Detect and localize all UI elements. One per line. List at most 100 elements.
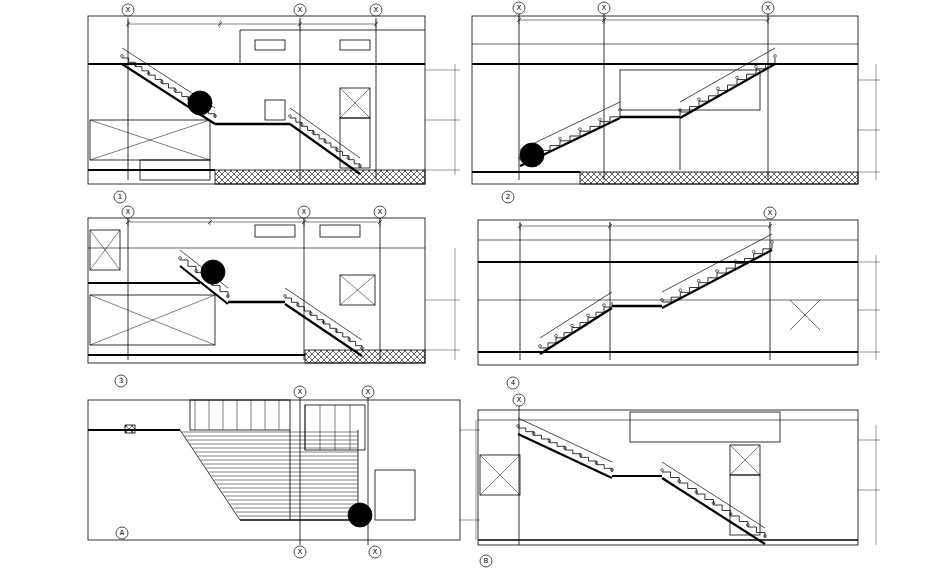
line — [128, 222, 380, 223]
outline — [340, 118, 370, 168]
line — [88, 248, 425, 249]
line — [460, 430, 480, 431]
outline — [88, 400, 460, 540]
step-nosing — [361, 347, 364, 350]
line — [90, 230, 120, 270]
line — [237, 400, 238, 430]
stair-slab — [290, 124, 360, 174]
callout-number: 4 — [508, 378, 518, 388]
stair-steps — [662, 472, 765, 538]
line — [180, 430, 240, 520]
handrail — [518, 418, 612, 462]
grid-bubble — [122, 206, 134, 218]
callout-number: X — [295, 547, 305, 557]
line — [520, 222, 521, 360]
line — [90, 120, 210, 160]
grid-bubble — [764, 207, 776, 219]
line — [231, 504, 358, 505]
stair-slab — [285, 304, 362, 356]
stair-steps — [680, 58, 775, 112]
line — [480, 455, 520, 495]
line — [425, 120, 460, 121]
line — [350, 405, 351, 450]
step-nosing — [774, 55, 777, 58]
step-nosing — [752, 250, 755, 253]
step-nosing — [695, 491, 698, 494]
line — [128, 24, 376, 25]
line — [195, 400, 196, 430]
line — [425, 70, 460, 71]
line — [478, 351, 858, 353]
outline — [478, 220, 858, 365]
outline — [190, 400, 290, 430]
step-nosing — [679, 109, 682, 112]
line — [90, 120, 210, 160]
handrail — [662, 234, 772, 292]
line — [223, 492, 359, 493]
line — [193, 448, 358, 449]
grid-bubble — [294, 546, 306, 558]
stair-steps — [122, 58, 215, 118]
callout-number: X — [123, 5, 133, 15]
line — [858, 310, 880, 311]
outline — [88, 218, 425, 363]
grid-bubble — [115, 375, 127, 387]
line — [206, 468, 358, 469]
line — [198, 456, 358, 457]
step-nosing — [289, 115, 292, 118]
stair-steps — [180, 260, 228, 298]
handrail — [680, 48, 775, 102]
line — [240, 30, 241, 64]
line — [519, 20, 768, 21]
line — [196, 452, 359, 453]
line — [770, 222, 771, 360]
step-nosing — [335, 148, 338, 151]
step-nosing — [179, 257, 182, 260]
line — [858, 490, 880, 491]
line — [480, 455, 520, 495]
line — [478, 420, 858, 421]
callout-number: X — [514, 3, 524, 13]
step-nosing — [296, 303, 299, 306]
outline — [340, 40, 370, 50]
step-nosing — [539, 345, 542, 348]
line — [88, 63, 425, 65]
outline — [340, 88, 370, 118]
line — [240, 30, 425, 31]
outline — [472, 16, 858, 184]
line — [858, 262, 880, 263]
step-nosing — [284, 295, 287, 298]
line — [251, 400, 252, 430]
line — [305, 405, 306, 450]
outline — [730, 475, 760, 535]
line — [876, 425, 877, 545]
grid-bubble — [114, 191, 126, 203]
grid-bubble — [362, 386, 374, 398]
line — [233, 508, 358, 509]
line — [228, 301, 285, 304]
line — [215, 123, 290, 126]
step-nosing — [195, 269, 198, 272]
grid-bubble — [762, 2, 774, 14]
callout-number: B — [481, 556, 491, 566]
line — [425, 300, 460, 301]
line — [214, 480, 358, 481]
outline — [90, 120, 210, 160]
line — [300, 18, 301, 180]
callout-number: 1 — [115, 192, 125, 202]
line — [220, 488, 358, 489]
stair-slab — [518, 434, 612, 478]
callout-number: X — [363, 387, 373, 397]
grid-bubble — [294, 4, 306, 16]
step-nosing — [300, 123, 303, 126]
handrail — [520, 102, 620, 150]
grid-bubble — [502, 191, 514, 203]
step-nosing — [661, 299, 664, 302]
line — [620, 116, 680, 119]
line — [604, 14, 605, 180]
stair-slab — [662, 478, 765, 544]
line — [455, 64, 456, 175]
step-nosing — [734, 260, 737, 263]
line — [335, 405, 336, 450]
